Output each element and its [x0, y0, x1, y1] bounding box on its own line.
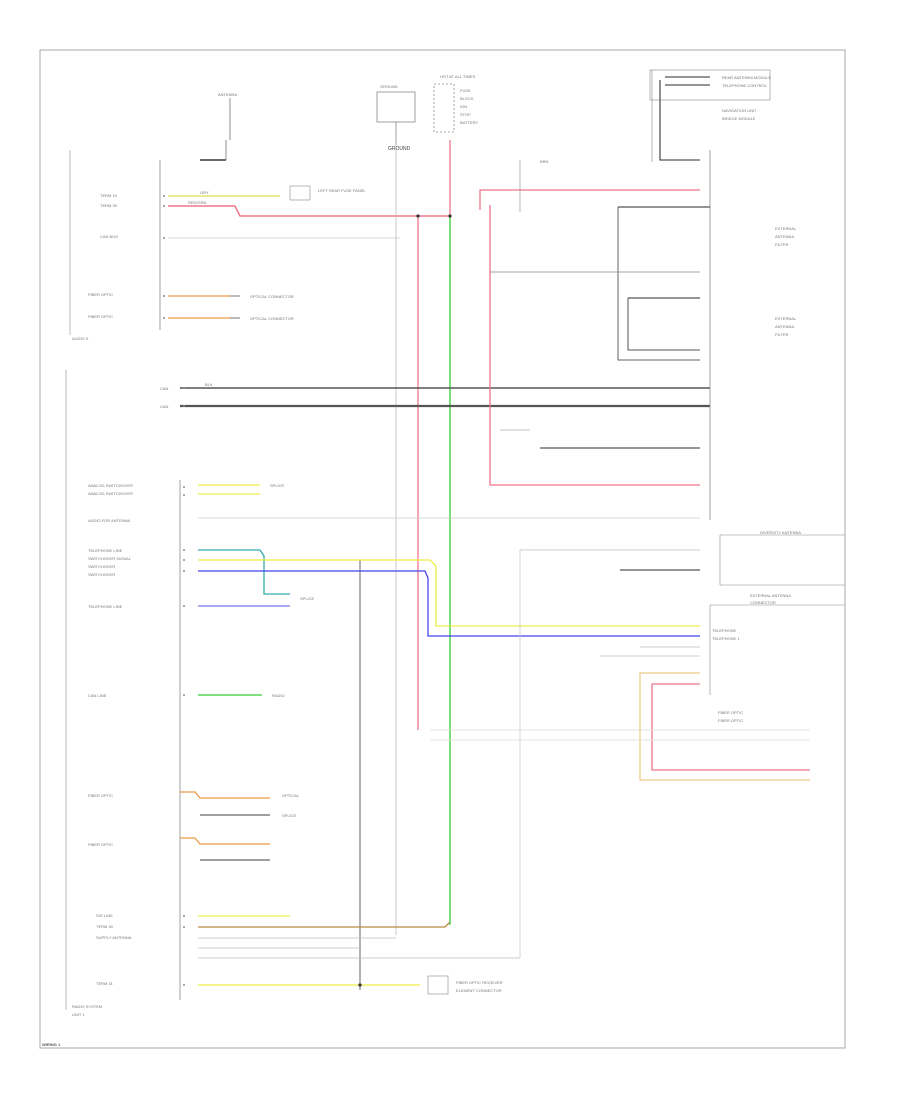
left-label-22: TERM 31	[96, 981, 114, 986]
left-label-19: SIG LINE	[96, 913, 113, 918]
fuse-box-label: HOT AT ALL TIMES	[440, 74, 475, 79]
bottom-left-label: WIRING 1	[42, 1042, 61, 1047]
left-connector-upper: TERM 15 TERM 30 CAN BUS FIBER OPTIC FIBE…	[69, 150, 161, 341]
left-label-8: ANALOG SWITCHOVER	[88, 483, 133, 488]
optical-label-1: OPTICAL	[282, 793, 300, 798]
telephone-1-label: TELEPHONE	[712, 628, 737, 633]
ext-antenna-box-label: EXTERNAL ANTENNA	[750, 593, 791, 598]
ext-antenna-5: ANTENNA	[775, 324, 794, 329]
left-label-17: FIBER OPTIC	[88, 793, 113, 798]
left-label-3: CAN BUS	[100, 234, 118, 239]
splice-label-2: SPLICE	[300, 596, 315, 601]
left-label-16: CAN LINE	[88, 693, 107, 698]
telephone-2-label: TELEPHONE 1	[712, 636, 740, 641]
diagram-frame	[39, 49, 846, 1049]
left-label-7: CAN	[160, 404, 169, 409]
connector-label-1: LEFT REAR FUSE PANEL	[318, 188, 366, 193]
fuse-item-1: FUSE	[460, 88, 471, 93]
fuse-item-4: STOP	[460, 112, 471, 117]
external-antenna-box: EXTERNAL ANTENNA CONNECTOR TELEPHONE TEL…	[600, 593, 845, 695]
fuse-item-3: IGN	[460, 104, 467, 109]
fiber-optic-box-2: FIBER OPTIC	[718, 718, 743, 723]
antenna-symbol: ANTENNA	[200, 92, 237, 161]
ground-connector: GROUND	[376, 84, 416, 140]
splice-label-3: SPLICE	[282, 813, 297, 818]
ext-signal-label: BRN	[540, 159, 549, 164]
left-label-18: FIBER OPTIC	[88, 842, 113, 847]
nav-module: NAVIGATION UNIT	[722, 108, 757, 113]
fuse-box: HOT AT ALL TIMES FUSE BLOCK IGN STOP BAT…	[433, 74, 478, 133]
left-label-10: AUDIO FOR ANTENNA	[88, 518, 131, 523]
rear-module-1: REAR ANTENNA MODULE	[722, 75, 771, 80]
ground-icon: GROUND	[388, 140, 411, 152]
ground-label: GROUND	[380, 84, 398, 89]
rear-module-2: TELEPHONE CONTROL	[722, 83, 768, 88]
left-label-5: FIBER OPTIC	[88, 314, 113, 319]
fiber-bottom-label-2: ELEMENT CONNECTOR	[456, 988, 502, 993]
fiber-bottom-label: FIBER OPTIC RECEIVER	[456, 980, 503, 985]
fiber-optic-box-1: FIBER OPTIC	[718, 710, 743, 715]
left-label-15: TELEPHONE LINE	[88, 604, 123, 609]
wire-label-blk-1: BLK	[205, 382, 213, 387]
splice-dots	[358, 214, 452, 987]
ext-antenna-1: EXTERNAL	[775, 226, 797, 231]
left-label-12: SWITCHOVER SIGNAL	[88, 556, 132, 561]
wire-label-red-1: RED/GRN	[188, 200, 207, 205]
splice-label-1: SPLICE	[270, 483, 285, 488]
left-label-1: TERM 15	[100, 193, 118, 198]
ext-antenna-4: EXTERNAL	[775, 316, 797, 321]
nav-module-sub: BRIDGE MODULE	[722, 116, 756, 121]
left-label-13: SWITCHOVER	[88, 564, 115, 569]
radio-system-sub: UNIT 1	[72, 1012, 85, 1017]
audio-label: AUDIO S	[72, 336, 89, 341]
ext-antenna-6: FILTER	[775, 332, 789, 337]
fuse-item-2: BLOCK	[460, 96, 474, 101]
wire-label-gry-1: GRY	[200, 190, 209, 195]
optical-connector-1: OPTICAL CONNECTOR	[250, 294, 294, 299]
left-label-21: SUPPLY ANTENNA	[96, 935, 132, 940]
diversity-antenna-box: DIVERSITY ANTENNA	[520, 530, 845, 586]
diversity-label: DIVERSITY ANTENNA	[760, 530, 801, 535]
left-label-11: TELEPHONE LINE	[88, 548, 123, 553]
optical-connector-2: OPTICAL CONNECTOR	[250, 316, 294, 321]
ground-ref: GROUND	[388, 146, 411, 152]
left-label-14: SWITCHOVER	[88, 572, 115, 577]
radio-system-label: RADIO SYSTEM	[72, 1004, 102, 1009]
pin-markers	[163, 195, 185, 986]
ext-antenna-box-sub: CONNECTOR	[750, 600, 776, 605]
left-label-20: TERM 30	[96, 924, 114, 929]
left-connector-lower: ANALOG SWITCHOVER ANALOG SWITCHOVER AUDI…	[65, 370, 181, 1017]
left-label-2: TERM 30	[100, 203, 118, 208]
left-label-9: ANALOG SWITCHOVER	[88, 491, 133, 496]
navigation-unit: REAR ANTENNA MODULE TELEPHONE CONTROL NA…	[649, 69, 771, 162]
radio-label: RADIO	[272, 693, 285, 698]
antenna-label: ANTENNA	[218, 92, 237, 97]
left-label-6: CAN	[160, 386, 169, 391]
left-label-4: FIBER OPTIC	[88, 292, 113, 297]
ext-antenna-2: ANTENNA	[775, 234, 794, 239]
fuse-item-5: BATTERY	[460, 120, 478, 125]
ext-antenna-3: FILTER	[775, 242, 789, 247]
